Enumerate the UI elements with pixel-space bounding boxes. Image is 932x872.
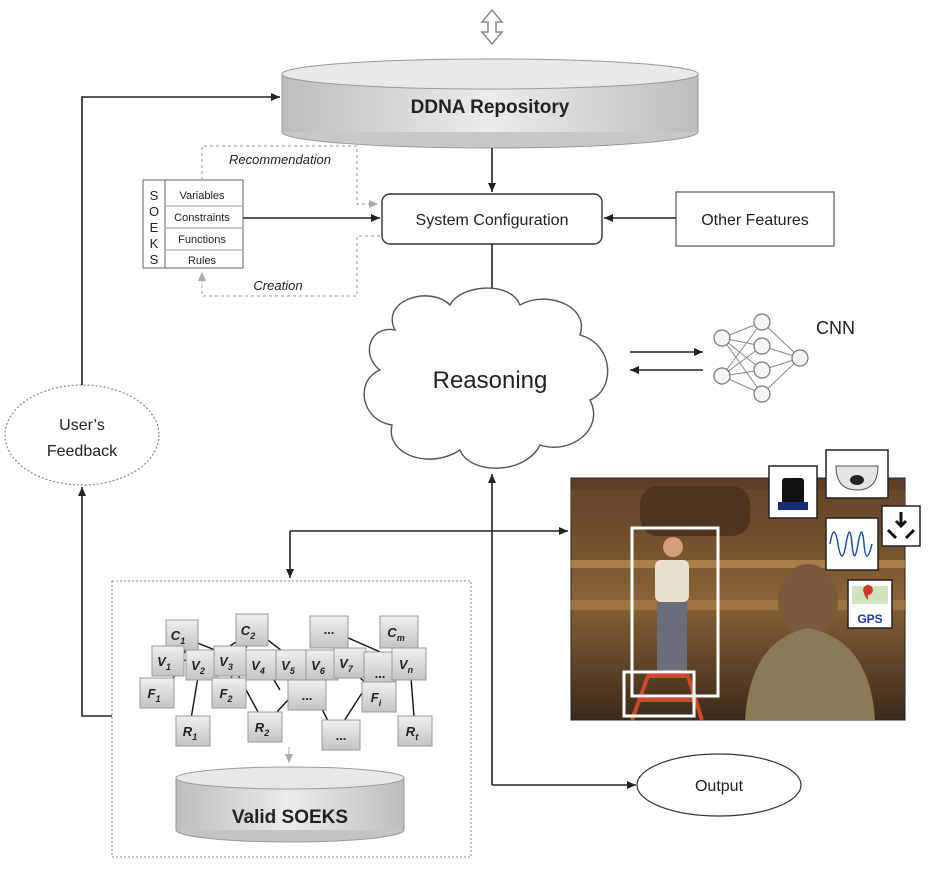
svg-text:...: ...	[324, 622, 335, 637]
other-features-box: Other Features	[675, 191, 835, 247]
soeks-block: R2	[247, 711, 283, 743]
soeks-block: ...	[287, 679, 327, 711]
svg-text:...: ...	[336, 728, 347, 743]
system-configuration-box: System Configuration	[381, 193, 603, 245]
soeks-block: V2	[185, 649, 219, 681]
soeks-item-rules: Rules	[188, 255, 217, 267]
svg-text:...: ...	[302, 688, 313, 703]
soeks-letter: S	[150, 188, 159, 203]
svg-text:F2: F2	[220, 686, 233, 704]
output: Output	[636, 753, 802, 817]
soeks-letter: K	[150, 236, 159, 251]
soeks-block: C1	[165, 619, 199, 651]
svg-text:F1: F1	[148, 686, 161, 704]
svg-text:V7: V7	[339, 656, 354, 674]
soeks-item-functions: Functions	[178, 234, 226, 246]
ddna-repository: DDNA Repository	[281, 58, 699, 149]
svg-text:V6: V6	[311, 658, 326, 676]
cnn-label: CNN	[816, 318, 855, 338]
soeks-block: Cm	[379, 615, 419, 649]
svg-text:...: ...	[375, 666, 386, 681]
soeks-block: V7	[333, 647, 367, 679]
svg-text:C1: C1	[171, 628, 185, 646]
soeks-letter: O	[149, 204, 159, 219]
soeks-item-variables: Variables	[179, 190, 225, 202]
arrow-feedback-to-repo	[81, 93, 280, 385]
soeks-network-panel	[111, 580, 472, 858]
soeks-block: ...	[321, 719, 361, 751]
svg-text:R1: R1	[183, 724, 197, 742]
reasoning-cloud: Reasoning	[363, 287, 609, 469]
gps-map-pin-icon: GPS	[847, 579, 893, 629]
soeks-block: F2	[211, 677, 247, 709]
soeks-block: V4	[245, 649, 279, 681]
other-features-label: Other Features	[701, 212, 809, 229]
users-feedback: User’s Feedback	[4, 384, 160, 486]
soeks-block: C2	[235, 613, 269, 647]
soeks-block: Rt	[397, 715, 433, 747]
soeks-structure: S O E K S Variables Constraints Function…	[142, 179, 244, 269]
svg-text:V4: V4	[251, 658, 265, 676]
ddna-repository-label: DDNA Repository	[411, 97, 570, 118]
valid-soeks-repository: Valid SOEKS	[175, 766, 405, 843]
soeks-block: V6	[305, 649, 339, 681]
soeks-block: F1	[139, 677, 175, 709]
recommendation-label: Recommendation	[229, 152, 331, 167]
lidar-sensor-icon	[768, 465, 818, 519]
sync-arrows-icon	[480, 8, 504, 46]
feedback-line1: User’s	[59, 417, 105, 434]
soeks-block: V3	[213, 645, 247, 677]
svg-text:V5: V5	[281, 658, 296, 676]
feedback-line2: Feedback	[47, 443, 118, 460]
signal-wave-icon	[825, 517, 879, 571]
soeks-block: ...	[309, 615, 349, 649]
creation-label: Creation	[253, 278, 302, 293]
svg-text:C2: C2	[241, 623, 255, 641]
soeks-block: ...	[363, 651, 397, 683]
soeks-block: V5	[275, 649, 309, 681]
svg-text:Vn: Vn	[399, 657, 414, 675]
svg-text:R2: R2	[255, 720, 269, 738]
creation-loop: Creation	[198, 235, 380, 297]
svg-text:V2: V2	[191, 658, 205, 676]
soeks-item-constraints: Constraints	[174, 212, 230, 224]
svg-text:Cm: Cm	[387, 625, 404, 643]
soeks-letter: S	[150, 252, 159, 267]
reasoning-label: Reasoning	[433, 367, 548, 394]
neural-network-icon	[713, 313, 809, 403]
recommendation-loop: Recommendation	[201, 145, 378, 208]
arrow-soeks-to-feedback	[78, 487, 112, 717]
gps-label: GPS	[857, 612, 882, 626]
svg-text:V3: V3	[219, 654, 233, 672]
soeks-block: V1	[151, 645, 185, 677]
soeks-letter: E	[150, 220, 159, 235]
valid-soeks-label: Valid SOEKS	[232, 807, 348, 828]
system-configuration-label: System Configuration	[416, 212, 569, 229]
svg-text:Rt: Rt	[406, 724, 419, 742]
svg-text:Fi: Fi	[371, 690, 382, 708]
svg-text:V1: V1	[157, 654, 171, 672]
soeks-block: R1	[175, 715, 211, 747]
compress-arrows-icon	[881, 505, 921, 547]
soeks-block: Vn	[391, 647, 427, 681]
soeks-block: Fi	[361, 681, 397, 713]
dome-camera-icon	[825, 449, 889, 499]
output-label: Output	[695, 778, 744, 795]
